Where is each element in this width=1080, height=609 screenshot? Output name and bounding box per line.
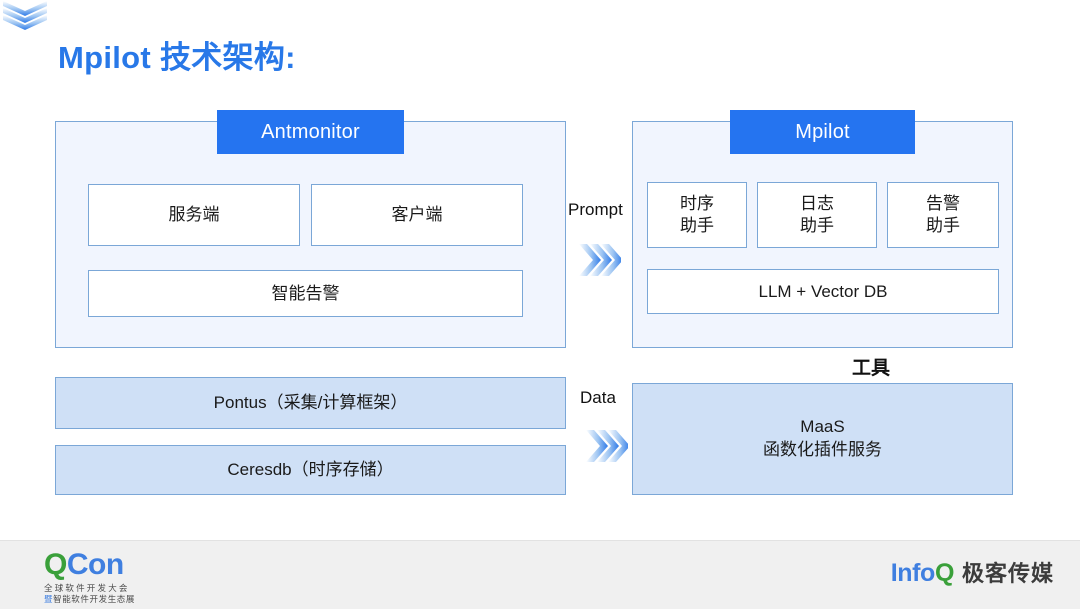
card-alarm-assistant-line2: 助手 bbox=[926, 216, 960, 235]
card-server-label: 服务端 bbox=[168, 205, 220, 225]
mpilot-header-label: Mpilot bbox=[795, 120, 850, 143]
card-log-assistant-line1: 日志 bbox=[800, 194, 834, 214]
infoq-letter-q: Q bbox=[934, 559, 954, 587]
box-ceresdb: Ceresdb（时序存储） bbox=[55, 445, 566, 495]
card-server: 服务端 bbox=[88, 184, 300, 246]
box-maas-line1: MaaS bbox=[800, 417, 845, 437]
qcon-subtitle-2: 暨智能软件开发生态展 bbox=[44, 594, 135, 604]
prompt-label: Prompt bbox=[568, 200, 623, 219]
card-timeseries-assistant-line1: 时序 bbox=[680, 194, 714, 214]
page-title: Mpilot 技术架构: bbox=[58, 40, 296, 75]
box-maas: MaaS 函数化插件服务 bbox=[632, 383, 1013, 495]
card-log-assistant-line2: 助手 bbox=[800, 216, 834, 235]
card-llm-vector-db-label: LLM + Vector DB bbox=[758, 281, 888, 301]
infoq-wordmark: InfoQ bbox=[890, 559, 955, 587]
box-maas-line2: 函数化插件服务 bbox=[763, 440, 882, 459]
antmonitor-header-label: Antmonitor bbox=[261, 120, 360, 143]
infoq-chinese-name: 极客传媒 bbox=[961, 561, 1054, 586]
qcon-logo: QCon 全球软件开发大会 暨智能软件开发生态展 bbox=[44, 550, 135, 605]
mpilot-header: Mpilot bbox=[730, 110, 915, 154]
card-log-assistant: 日志 助手 bbox=[757, 182, 877, 248]
qcon-subtitle-1: 全球软件开发大会 bbox=[44, 583, 130, 593]
card-llm-vector-db: LLM + Vector DB bbox=[647, 269, 999, 314]
card-timeseries-assistant-line2: 助手 bbox=[680, 216, 714, 235]
qcon-wordmark: QCon bbox=[44, 550, 135, 580]
card-smart-alert-label: 智能告警 bbox=[271, 283, 340, 303]
data-chevron-right-icon bbox=[586, 430, 628, 462]
card-smart-alert: 智能告警 bbox=[88, 270, 523, 317]
data-label: Data bbox=[580, 388, 616, 407]
card-alarm-assistant: 告警 助手 bbox=[887, 182, 999, 248]
antmonitor-header: Antmonitor bbox=[217, 110, 404, 154]
card-alarm-assistant-line1: 告警 bbox=[926, 194, 960, 214]
card-client: 客户端 bbox=[311, 184, 523, 246]
footer-bar bbox=[0, 540, 1080, 609]
qcon-letter-q: Q bbox=[44, 548, 67, 581]
tool-label: 工具 bbox=[852, 358, 891, 379]
infoq-letters-info: Info bbox=[890, 559, 936, 587]
tool-chevron-down-icon bbox=[3, 1, 47, 30]
box-ceresdb-label: Ceresdb（时序存储） bbox=[227, 459, 394, 479]
qcon-subtitle-2-text: 智能软件开发生态展 bbox=[53, 594, 136, 605]
card-client-label: 客户端 bbox=[391, 205, 443, 225]
box-pontus: Pontus（采集/计算框架） bbox=[55, 377, 566, 429]
qcon-subtitle-mark: 暨 bbox=[44, 594, 54, 605]
qcon-letters-con: Con bbox=[66, 548, 124, 581]
infoq-logo: InfoQ 极客传媒 bbox=[891, 561, 1054, 586]
card-timeseries-assistant: 时序 助手 bbox=[647, 182, 747, 248]
box-pontus-label: Pontus（采集/计算框架） bbox=[213, 392, 408, 412]
prompt-chevron-right-icon bbox=[579, 244, 621, 276]
